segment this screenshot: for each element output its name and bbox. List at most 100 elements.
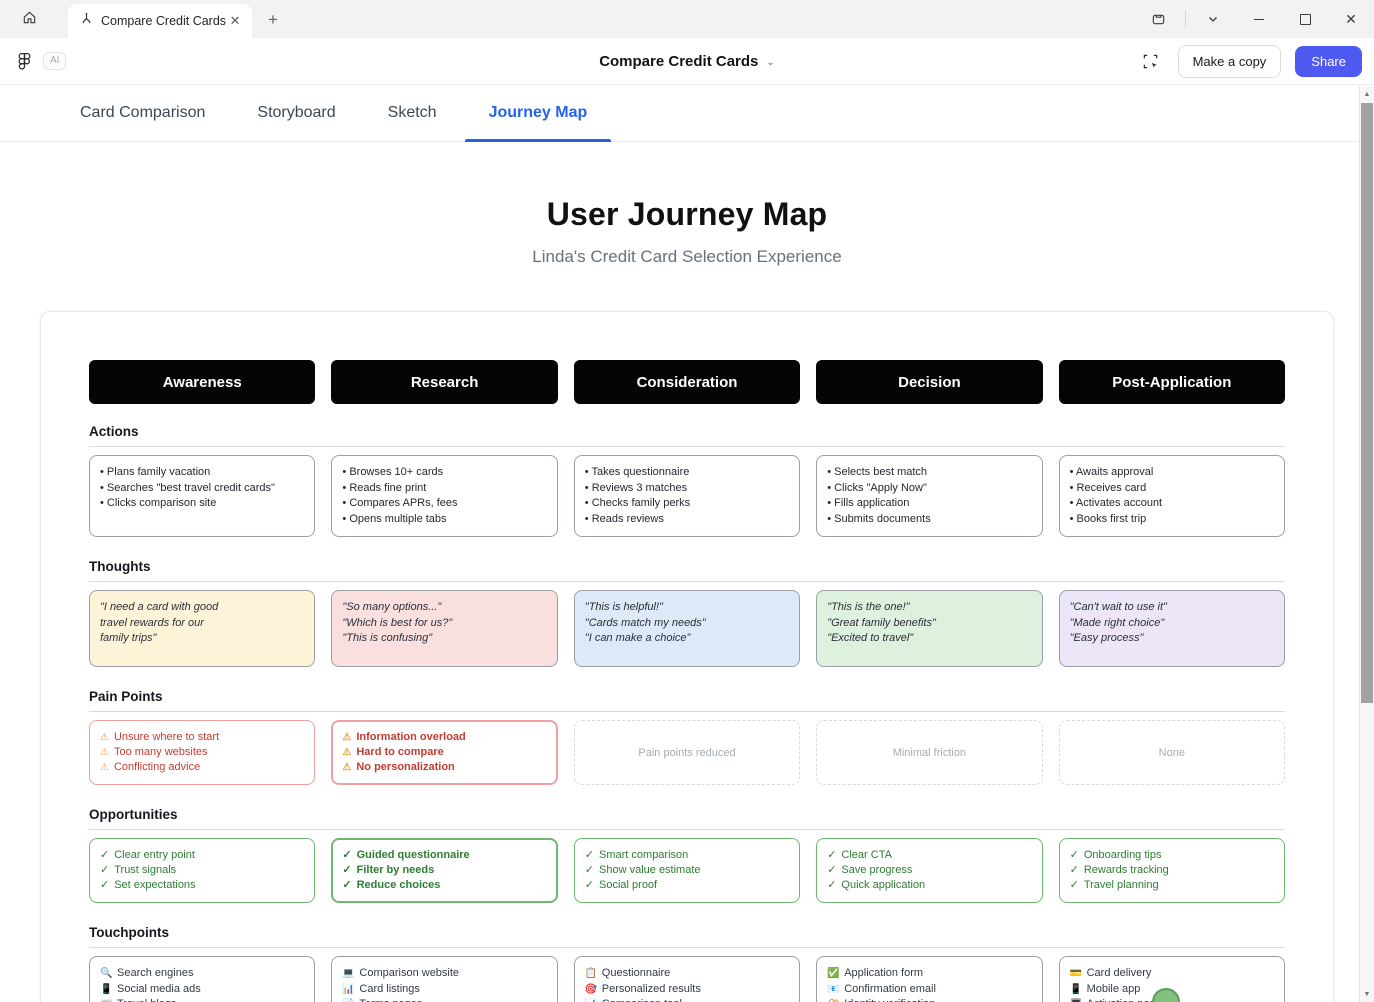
cell-text: Comparison website xyxy=(359,967,460,979)
cell-text: "Made right choice" xyxy=(1069,616,1165,629)
section-label: Pain Points xyxy=(89,689,163,704)
cell-text: Awaits approval xyxy=(1075,466,1154,478)
page-title: User Journey Map xyxy=(546,196,828,232)
cell-line: ✓Clear entry point xyxy=(100,848,304,863)
cell-line: ✓Quick application xyxy=(827,878,1031,893)
close-window-button[interactable]: ✕ xyxy=(1328,0,1374,38)
ai-badge[interactable]: AI xyxy=(43,52,67,70)
warning-icon: ⚠ xyxy=(100,747,109,758)
cell-text: family trips" xyxy=(100,632,157,644)
scroll-up-arrow[interactable]: ▲ xyxy=(1363,90,1371,98)
cell-text: "So many options..." xyxy=(342,601,442,613)
bullet-glyph: • xyxy=(584,512,592,525)
close-tab-icon[interactable]: ✕ xyxy=(229,13,241,28)
bullet-glyph: • xyxy=(100,466,107,478)
actions-cell: • Browses 10+ cards• Reads fine print• C… xyxy=(331,455,558,537)
cell-line: 📧Confirmation email xyxy=(827,982,1031,998)
cell-line: ⚠Conflicting advice xyxy=(100,760,304,775)
cell-line: • Plans family vacation xyxy=(100,465,304,481)
cell-line: 📱Social media ads xyxy=(100,982,304,998)
tab-overview-icon xyxy=(1152,14,1164,24)
minimize-button[interactable] xyxy=(1236,0,1282,38)
cell-line: ✓Smart comparison xyxy=(585,848,789,863)
cell-text: Travel blogs xyxy=(117,998,177,1002)
cell-text: Reads reviews xyxy=(591,512,664,525)
scroll-down-arrow[interactable]: ▼ xyxy=(1363,990,1371,998)
capture-button[interactable] xyxy=(1138,48,1164,74)
section-grid: • Plans family vacation• Searches "best … xyxy=(89,455,1285,537)
mobile-app-icon: 📱 xyxy=(1069,983,1083,995)
window-menu-button[interactable] xyxy=(1190,0,1236,38)
vertical-scrollbar[interactable]: ▲ ▼ xyxy=(1359,86,1374,1002)
terms-pages-icon: 📄 xyxy=(342,997,359,1002)
cell-text: "Which is best for us?" xyxy=(342,616,453,629)
make-a-copy-button[interactable]: Make a copy xyxy=(1177,44,1282,78)
cell-text: Comparison tool xyxy=(602,998,682,1002)
cell-line: "Made right choice" xyxy=(1070,616,1274,632)
bullet-glyph: • xyxy=(827,481,835,494)
cell-text: Opens multiple tabs xyxy=(349,512,447,525)
opportunities-cell: ✓Smart comparison✓Show value estimate✓So… xyxy=(573,838,801,903)
share-button[interactable]: Share xyxy=(1295,45,1362,77)
tab-journey-map[interactable]: Journey Map xyxy=(464,85,611,142)
stage-post-application: Post-Application xyxy=(1058,360,1285,404)
cell-line: "Can't wait to use it" xyxy=(1070,600,1274,616)
cell-text: Personalized results xyxy=(601,982,701,995)
actions-cell: • Takes questionnaire• Reviews 3 matches… xyxy=(573,455,801,537)
cell-text: "Excited to travel" xyxy=(827,632,914,644)
cell-line: • Clicks "Apply Now" xyxy=(827,481,1031,497)
cell-text: Identity verification xyxy=(844,998,935,1002)
actions-cell: • Selects best match• Clicks "Apply Now"… xyxy=(816,455,1043,537)
bullet-glyph: • xyxy=(342,497,350,509)
scrollbar-thumb[interactable] xyxy=(1361,103,1373,703)
document-title: Compare Credit Cards xyxy=(599,53,759,70)
cell-line: ✓Onboarding tips xyxy=(1070,848,1274,863)
cell-text: Clicks comparison site xyxy=(106,497,217,509)
home-icon xyxy=(22,10,37,30)
document-title-dropdown[interactable]: Compare Credit Cards ⌄ xyxy=(599,53,775,70)
pain-points-cell: Pain points reduced xyxy=(573,720,801,785)
bullet-glyph: • xyxy=(584,481,592,494)
check-icon: ✓ xyxy=(100,864,110,876)
cell-line: ✓Trust signals xyxy=(100,863,304,878)
cell-line: 📊Comparison tool xyxy=(585,997,789,1002)
tab-storyboard[interactable]: Storyboard xyxy=(257,104,336,121)
cell-text: "I need a card with good xyxy=(100,601,219,613)
thoughts-cell: "This is the one!""Great family benefits… xyxy=(816,590,1043,667)
check-icon: ✓ xyxy=(827,879,837,891)
home-button[interactable] xyxy=(16,7,42,33)
cell-line: ⚠Information overload xyxy=(342,730,546,745)
tab-sketch[interactable]: Sketch xyxy=(387,104,437,121)
touchpoints-cell: 📋Questionnaire🎯Personalized results📊Comp… xyxy=(573,956,801,1002)
cell-text: Checks family perks xyxy=(591,497,691,509)
cell-line: 📊Card listings xyxy=(342,982,546,998)
cell-text: "Easy process" xyxy=(1069,632,1144,644)
cell-text: Receives card xyxy=(1076,481,1147,494)
cell-line: ✓Save progress xyxy=(827,863,1031,878)
section-opportunities: Opportunities✓Clear entry point✓Trust si… xyxy=(89,807,1285,903)
cell-text: Set expectations xyxy=(114,879,196,891)
warning-icon: ⚠ xyxy=(342,732,352,743)
cell-line: 🖥Activation portal xyxy=(1070,997,1274,1002)
section-grid: ⚠Unsure where to start⚠Too many websites… xyxy=(89,720,1285,785)
tab-card-comparison[interactable]: Card Comparison xyxy=(80,104,206,121)
maximize-button[interactable] xyxy=(1282,0,1328,38)
actions-cell: • Awaits approval• Receives card• Activa… xyxy=(1058,455,1285,537)
cell-text: Activation portal xyxy=(1087,998,1165,1002)
cell-line: • Checks family perks xyxy=(585,496,789,512)
cell-line: • Reviews 3 matches xyxy=(585,481,789,497)
cell-line: • Browses 10+ cards xyxy=(342,465,546,481)
chevron-down-icon xyxy=(1209,17,1217,22)
cell-text: "I can make a choice" xyxy=(584,632,691,644)
cell-text: Hard to compare xyxy=(356,746,444,758)
check-icon: ✓ xyxy=(584,849,595,861)
browser-tab[interactable]: Compare Credit Cards ✕ xyxy=(68,4,252,38)
stage-research: Research xyxy=(331,360,558,404)
cell-text: Books first trip xyxy=(1076,512,1147,525)
figma-logo-icon[interactable] xyxy=(18,52,31,71)
new-tab-button[interactable]: + xyxy=(268,10,278,29)
window-titlebar: Compare Credit Cards ✕ + ✕ xyxy=(0,0,1374,38)
questionnaire-icon: 📋 xyxy=(584,968,598,979)
tab-overview-button[interactable] xyxy=(1135,0,1181,38)
